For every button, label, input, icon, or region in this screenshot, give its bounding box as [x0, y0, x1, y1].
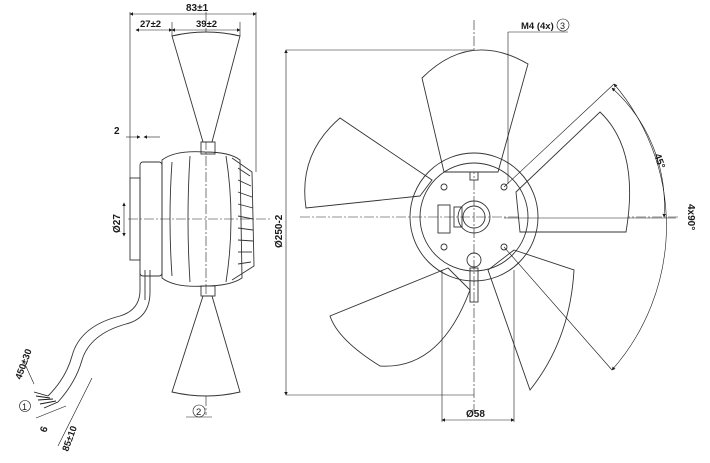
callout-circle-3	[556, 18, 570, 32]
blade-left	[304, 117, 433, 209]
dim-hub-width: 39±2	[196, 19, 217, 30]
dim-pattern: 4x90°	[685, 204, 696, 230]
screw-hole-3	[440, 243, 448, 251]
blade-top	[421, 49, 529, 173]
dim-strip: 6	[38, 425, 50, 434]
callout-circle-1	[19, 400, 31, 412]
cable-outline-2	[57, 270, 151, 403]
dim-thread: M4 (4x)	[521, 21, 554, 32]
dim-gap: 2	[114, 126, 120, 137]
dim-hub: Ø58	[466, 409, 485, 420]
front-view: Ø250-2 Ø58 M4 (4x) 3 45° 4x90°	[274, 18, 696, 422]
callout-cable: 1	[22, 402, 27, 412]
screw-hole-2	[500, 183, 508, 191]
dim-overall: 83±1	[186, 3, 209, 14]
nameplate	[437, 204, 451, 234]
dim-diameter: Ø250-2	[274, 214, 285, 248]
hub-outer	[409, 152, 539, 282]
screw-hole-1	[440, 183, 448, 191]
hub-inner	[419, 162, 529, 272]
cable-assembly: 450±30 1 6 85±10	[13, 270, 151, 453]
angle-ref-line	[503, 83, 615, 188]
upper-blade-outline	[171, 31, 241, 143]
front-blades	[304, 49, 631, 391]
dim-cable-end: 85±10	[60, 424, 79, 453]
cable-outline-1	[47, 270, 141, 397]
cable-wire-ends	[33, 391, 59, 409]
dim-shaft: Ø27	[112, 214, 123, 233]
callout-thread: 3	[560, 21, 565, 31]
arc-pattern	[611, 83, 667, 371]
blade-bottom-right	[487, 249, 575, 391]
blade-right	[515, 111, 631, 233]
arc-angle	[611, 87, 667, 218]
callout-blade: 2	[196, 407, 201, 418]
lower-blade-root	[200, 285, 216, 297]
rotor-contour-2	[187, 155, 191, 283]
dim-offset: 27±2	[140, 19, 161, 30]
dim-angle: 45°	[651, 152, 667, 170]
shaft-bore	[457, 200, 491, 234]
rotor-contour-1	[169, 161, 173, 277]
cable-exit	[469, 267, 479, 303]
lower-blade-outline	[171, 295, 241, 397]
rotor-body	[161, 151, 243, 287]
screw-hole-4	[500, 243, 508, 251]
cable-gland	[466, 252, 482, 268]
side-view: 83±1 27±2 39±2 2 Ø27	[112, 3, 272, 415]
blade-bottom-left	[329, 267, 471, 367]
dim-cable-length: 450±30	[13, 348, 34, 381]
cooling-fins	[225, 155, 255, 283]
upper-blade-root	[200, 141, 216, 155]
